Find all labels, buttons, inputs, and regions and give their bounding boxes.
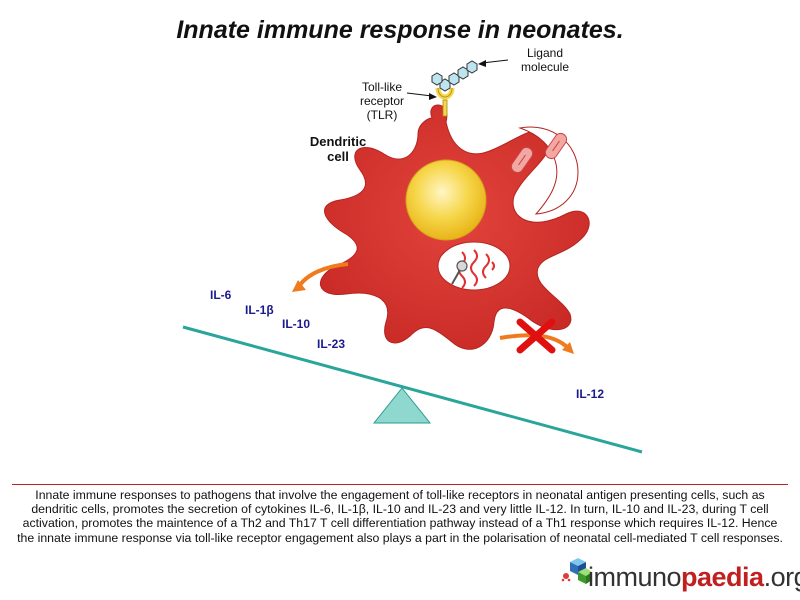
tlr-pointer-head [429, 93, 437, 100]
cell-label-line1: Dendritic [309, 134, 367, 149]
cytokine-il23: IL-23 [317, 337, 346, 351]
cell-label: Dendritic cell [300, 134, 376, 164]
tlr-label-line2: receptor [359, 94, 405, 108]
block-cross-icon [516, 318, 556, 354]
ligand-label-line1: Ligand [526, 46, 564, 60]
caption-divider [12, 484, 788, 485]
secretion-arrow-head [292, 280, 306, 292]
blocked-arrow-head [562, 342, 574, 354]
cell-nucleus [405, 159, 487, 241]
logo-cubes-icon [561, 558, 592, 584]
tlr-label-line3: (TLR) [366, 108, 398, 122]
cytokine-il12: IL-12 [576, 387, 605, 401]
cytokine-il1b: IL-1β [245, 303, 274, 317]
ligand-pointer-head [478, 60, 486, 67]
seesaw-fulcrum [372, 387, 432, 424]
ligand-molecule [431, 60, 478, 92]
endosome [437, 241, 511, 291]
page-title: Innate immune response in neonates. [176, 16, 624, 44]
cell-label-line2: cell [327, 149, 349, 164]
ligand-label-line2: molecule [520, 60, 570, 74]
cytokine-il10: IL-10 [282, 317, 311, 331]
tlr-receptor [435, 87, 455, 117]
cytokine-il6: IL-6 [210, 288, 232, 302]
logo-text: immunopaedia.org [588, 562, 800, 593]
tlr-pointer [406, 92, 433, 97]
tlr-label: Toll-like receptor (TLR) [352, 80, 412, 122]
bacteria-group [510, 132, 568, 174]
ligand-label: Ligand molecule [510, 46, 580, 74]
caption-text: Innate immune responses to pathogens tha… [17, 488, 783, 545]
logo-text-part1: immuno [588, 562, 682, 592]
logo-text-part3: .org [763, 562, 800, 592]
ligand-pointer [481, 59, 509, 64]
tlr-label-line1: Toll-like [361, 80, 402, 94]
logo-text-part2: paedia [681, 562, 764, 592]
seesaw-beam [182, 325, 643, 454]
immunopaedia-logo[interactable]: immunopaedia.org [560, 550, 800, 600]
